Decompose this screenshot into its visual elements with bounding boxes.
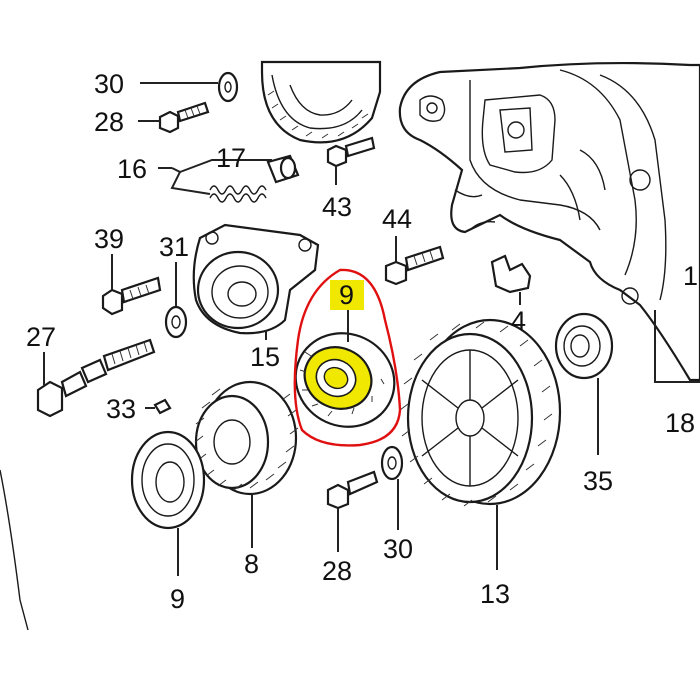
highlight-red-circle xyxy=(293,268,402,447)
seal-9-bottom xyxy=(130,430,206,530)
label-9-highlighted: 9 xyxy=(339,280,354,310)
seal-9-highlighted xyxy=(294,332,396,428)
washer-31 xyxy=(164,305,188,339)
belt-edge xyxy=(0,469,29,631)
leader-lines xyxy=(43,82,700,576)
label-9-bottom: 9 xyxy=(170,584,185,614)
label-39: 39 xyxy=(94,224,124,254)
label-13: 13 xyxy=(480,579,510,609)
label-31: 31 xyxy=(159,232,189,262)
bolt-39 xyxy=(101,276,162,316)
label-18: 18 xyxy=(665,408,695,438)
label-4: 4 xyxy=(511,306,526,336)
seal-35 xyxy=(554,312,614,380)
label-15: 15 xyxy=(250,342,280,372)
label-30-bottom: 30 xyxy=(383,534,413,564)
label-1: 1 xyxy=(683,261,698,291)
label-43: 43 xyxy=(322,192,352,222)
label-27: 27 xyxy=(26,322,56,352)
label-33: 33 xyxy=(106,394,136,424)
washer-30-bottom xyxy=(380,445,404,481)
label-44: 44 xyxy=(382,204,412,234)
tensioner-15 xyxy=(192,223,320,335)
label-28-bottom: 28 xyxy=(322,556,352,586)
bolt-43 xyxy=(326,136,376,168)
label-30-top: 30 xyxy=(94,69,124,99)
sprocket-8 xyxy=(194,380,299,496)
part-9-label-highlight xyxy=(330,280,364,310)
part-labels: 30 28 16 17 43 44 39 31 27 15 9 4 1 18 3… xyxy=(26,69,698,614)
spring-17 xyxy=(209,154,300,203)
bolt-44 xyxy=(384,245,445,286)
sprocket-13 xyxy=(399,318,562,507)
screw-33 xyxy=(153,398,172,415)
washer-30-top xyxy=(217,71,239,103)
label-17: 17 xyxy=(216,143,246,173)
label-16: 16 xyxy=(117,154,147,184)
upper-sprocket xyxy=(260,60,382,144)
bolt-28-top xyxy=(158,101,210,134)
label-28-top: 28 xyxy=(94,107,124,137)
label-8: 8 xyxy=(244,549,259,579)
bolt-28-bottom xyxy=(326,470,379,510)
bolt-27 xyxy=(36,338,156,418)
bracket-4 xyxy=(490,254,532,294)
engine-block xyxy=(398,61,700,382)
label-35: 35 xyxy=(583,466,613,496)
